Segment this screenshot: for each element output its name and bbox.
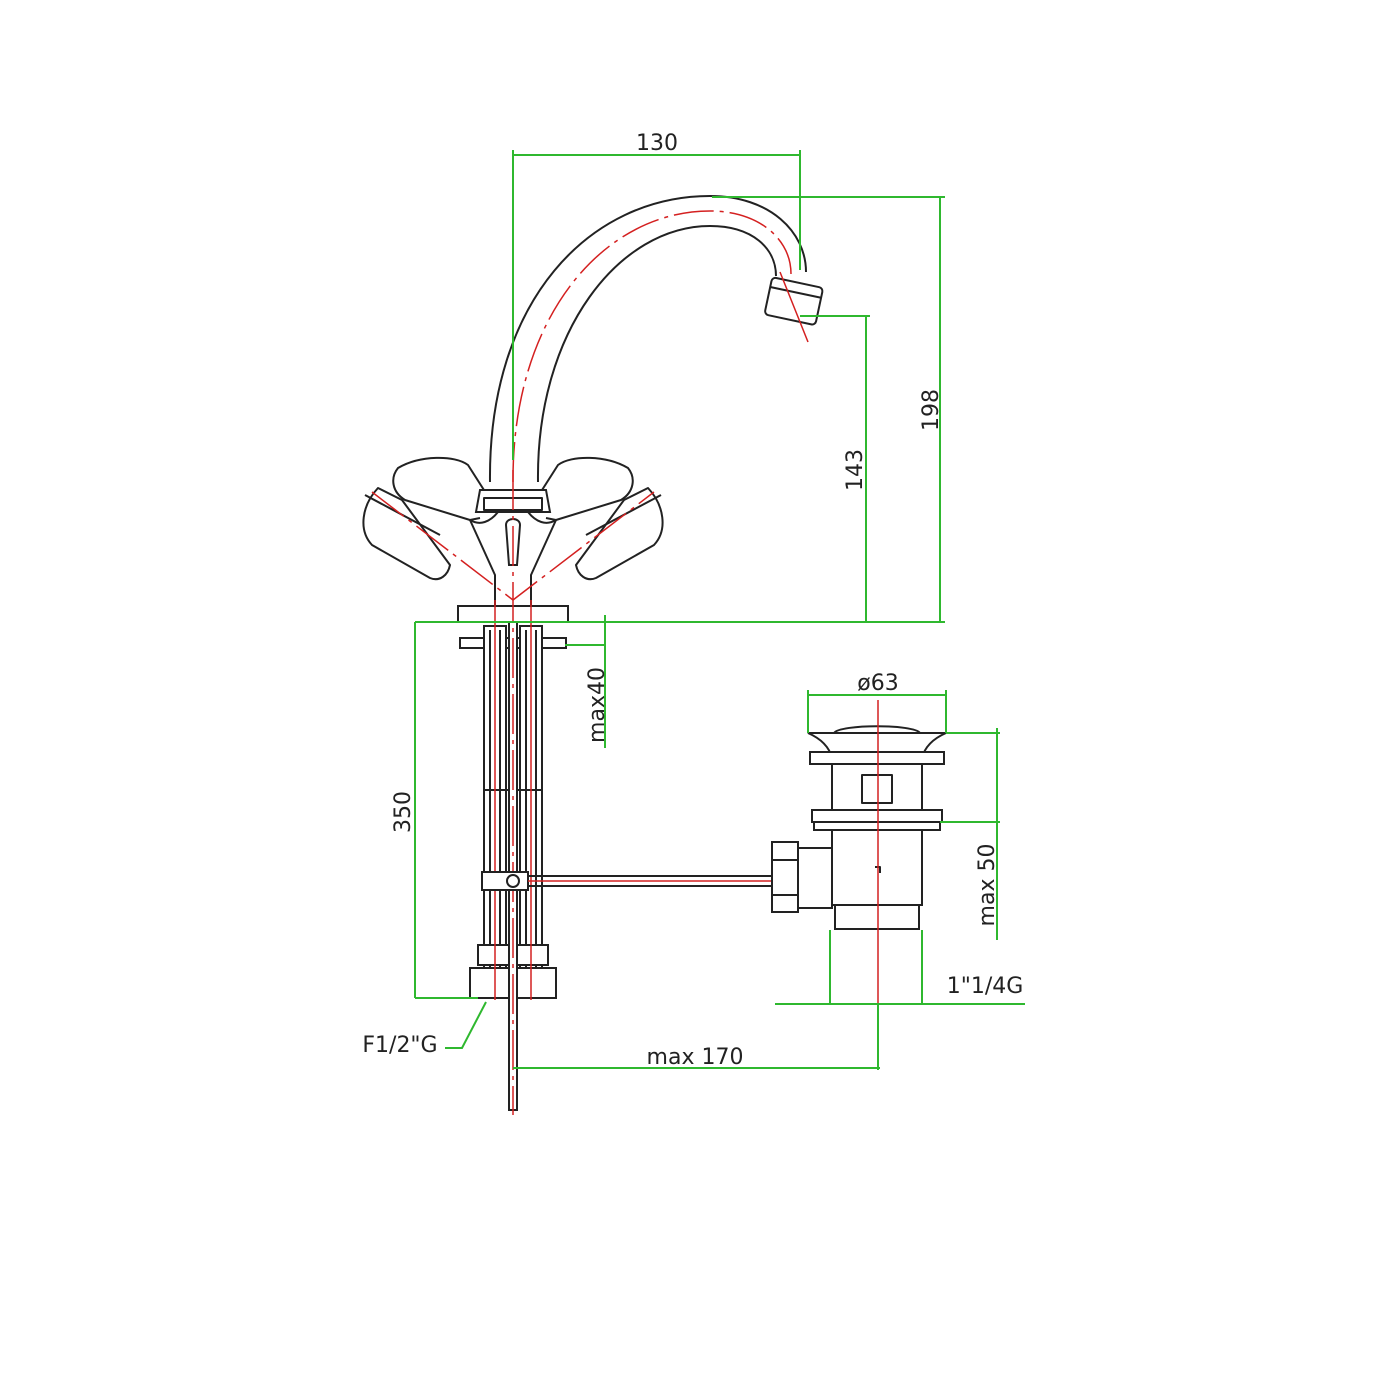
dim-rod-max: max 170: [647, 1045, 744, 1070]
dim-drain-thread: 1"1/4G: [947, 974, 1024, 999]
dim-spout-height: 143: [843, 449, 868, 491]
dim-total-height: 198: [919, 389, 944, 431]
dim-spout-reach: 130: [636, 131, 678, 156]
drain: [771, 700, 947, 1012]
dim-hose-length: 350: [391, 791, 416, 833]
dim-hose-thread: F1/2"G: [362, 1033, 437, 1058]
dim-drain-diameter: ø63: [857, 671, 898, 696]
dimension-lines: [414, 150, 1025, 1070]
dim-max-deck: max40: [585, 667, 610, 743]
spout: [488, 195, 824, 483]
dim-drain-max: max 50: [975, 844, 1000, 927]
